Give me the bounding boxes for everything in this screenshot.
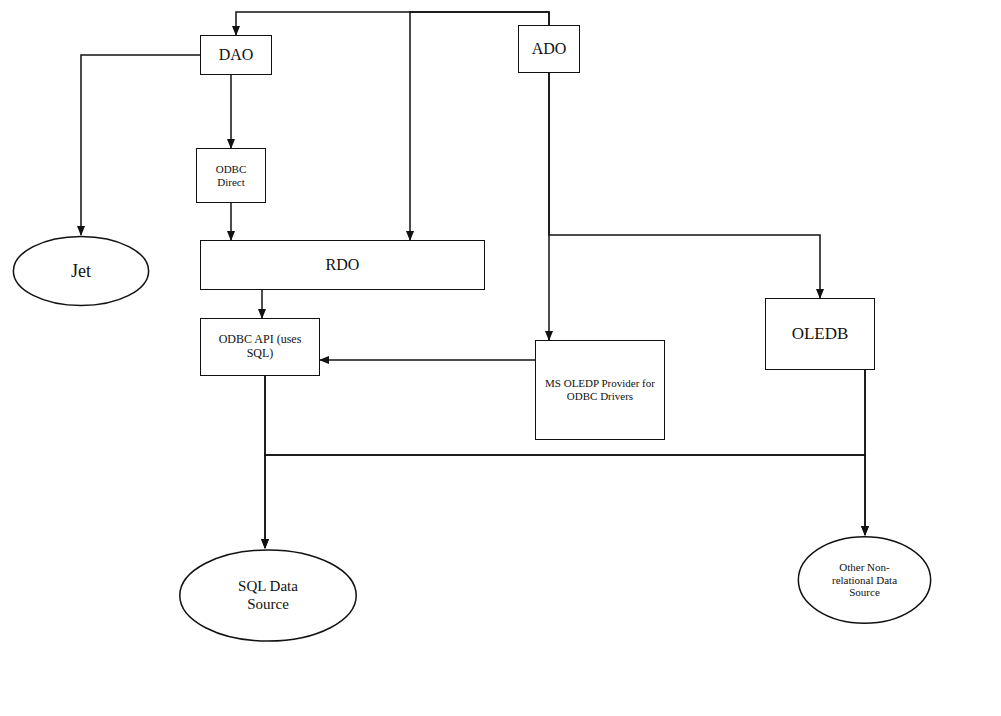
arrow-connector	[261, 290, 263, 318]
arrow-connector	[230, 75, 232, 148]
arrow-connector	[549, 73, 820, 298]
arrow-connector	[230, 203, 232, 240]
node-label: ADO	[529, 38, 570, 60]
ado-box: ADO	[518, 25, 580, 73]
node-label: RDO	[323, 254, 363, 276]
arrow-connector	[236, 12, 549, 35]
node-label: ODBC API (uses SQL)	[207, 331, 313, 363]
rdo-box: RDO	[200, 240, 485, 290]
node-label: SQL Data Source	[220, 576, 316, 615]
node-label: DAO	[216, 44, 257, 66]
oledb-box: OLEDB	[765, 298, 875, 370]
arrow-connector	[864, 370, 866, 535]
node-label: OLEDB	[789, 322, 852, 346]
node-label: Jet	[68, 259, 94, 284]
jet-ellipse: Jet	[12, 235, 150, 307]
sql-source-ellipse: SQL Data Source	[178, 548, 358, 643]
arrow-connector	[81, 55, 200, 235]
odbc-direct-box: ODBC Direct	[196, 148, 266, 203]
nonrelational-source-ellipse: Other Non-relational Data Source	[797, 535, 932, 625]
odbc-api-box: ODBC API (uses SQL)	[200, 318, 320, 376]
oledb-provider-box: MS OLEDP Provider for ODBC Drivers	[535, 340, 665, 440]
node-label: Other Non-relational Data Source	[822, 559, 908, 601]
node-label: ODBC Direct	[200, 161, 262, 190]
node-label: MS OLEDP Provider for ODBC Drivers	[541, 375, 659, 404]
arrow-connector	[320, 359, 535, 361]
dao-box: DAO	[200, 35, 272, 75]
